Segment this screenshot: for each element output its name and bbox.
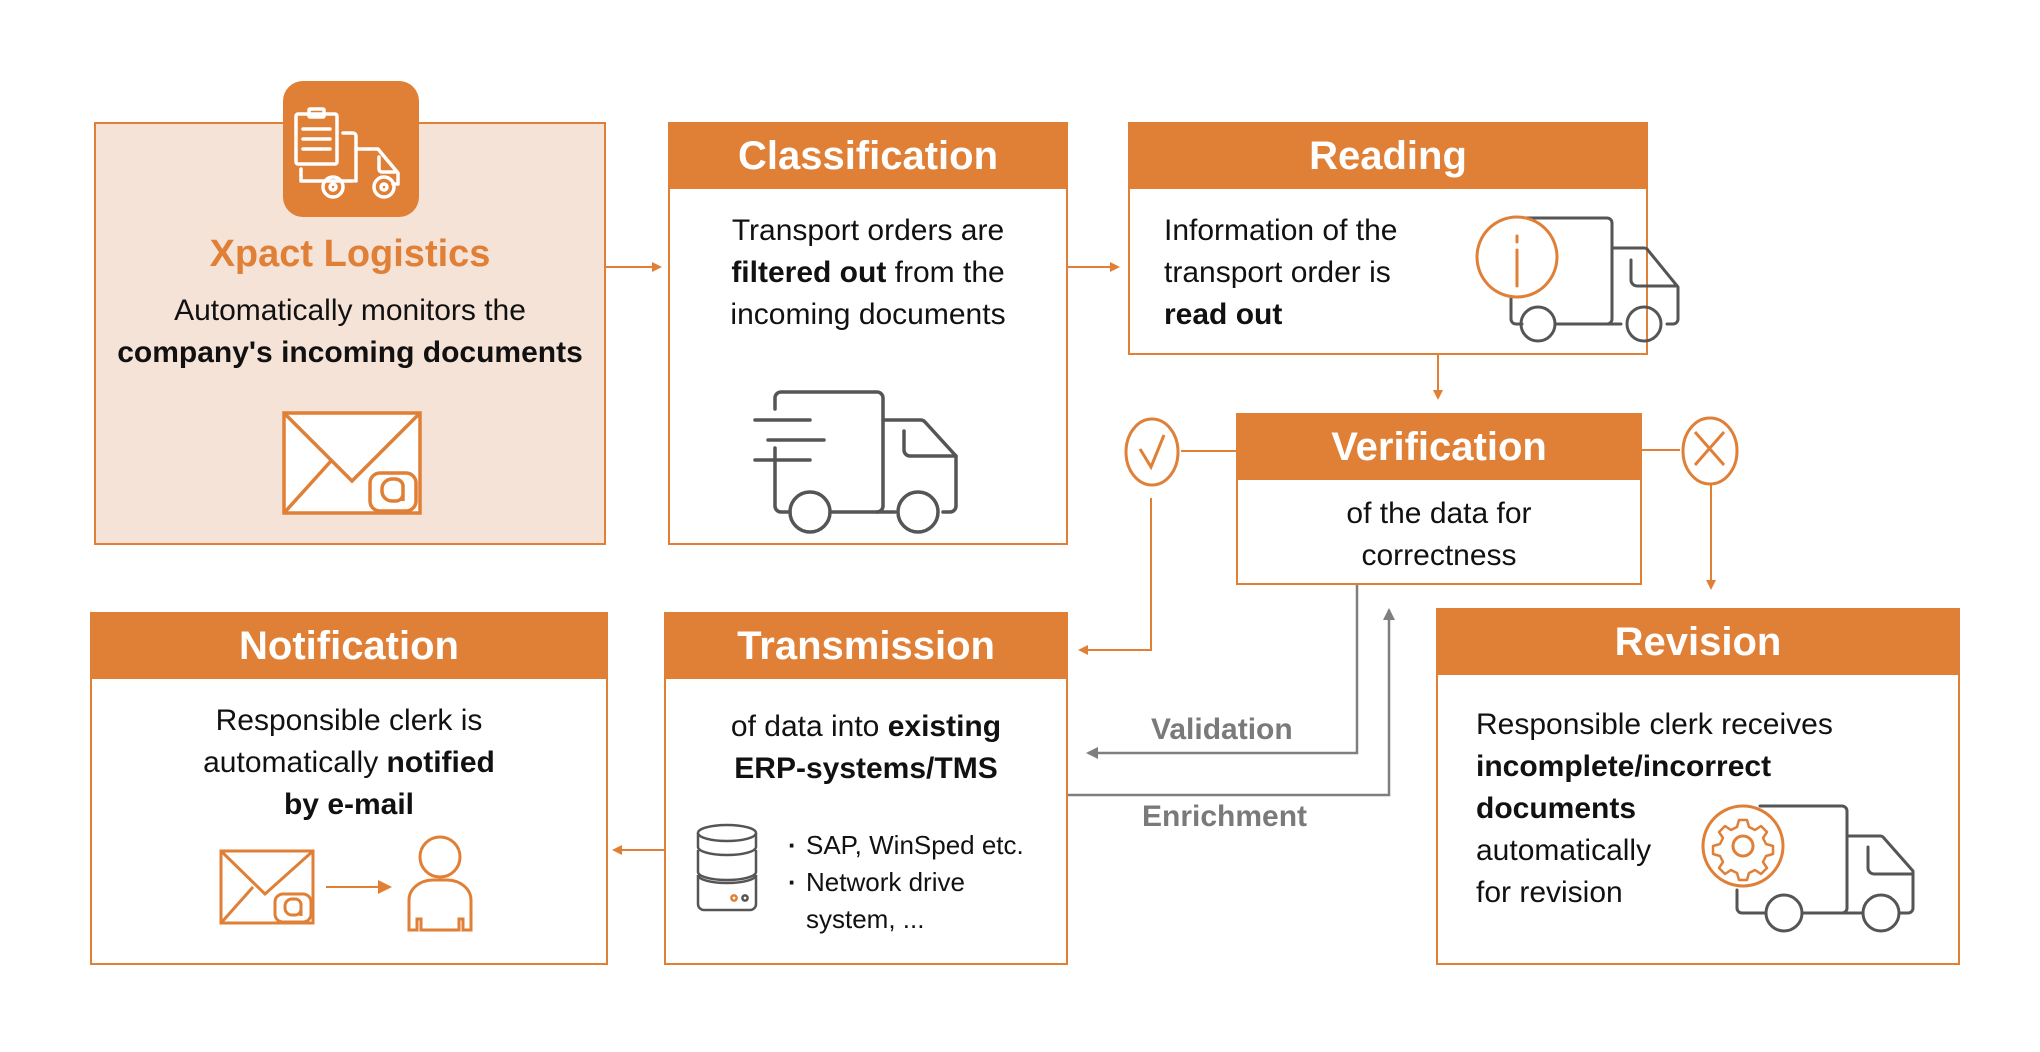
revision-card: Revision Responsible clerk receives inco… bbox=[1436, 608, 1960, 965]
database-icon bbox=[696, 823, 758, 912]
notification-line-3: by e-mail bbox=[92, 784, 606, 826]
validation-label: Validation bbox=[1151, 713, 1293, 746]
classification-line-1: Transport orders are bbox=[731, 214, 1005, 247]
revision-line-4: automatically bbox=[1476, 834, 1652, 867]
classification-line-2: filtered out from the bbox=[670, 252, 1066, 294]
bullet-item: system, ... bbox=[806, 904, 925, 934]
email-at-icon bbox=[282, 411, 422, 515]
notification-bold-2: by e-mail bbox=[283, 788, 415, 821]
verification-title: Verification bbox=[1238, 415, 1640, 480]
arrow-check-to-transmission bbox=[1078, 498, 1152, 655]
reading-line-1: Information of the bbox=[1164, 214, 1398, 247]
revision-line-2: incomplete/incorrect bbox=[1476, 746, 1771, 788]
arrow-validation bbox=[1086, 585, 1359, 759]
x-circle-icon bbox=[1681, 416, 1739, 486]
notification-title: Notification bbox=[92, 614, 606, 679]
info-truck-icon bbox=[1475, 215, 1680, 343]
revision-line-5: for revision bbox=[1476, 876, 1623, 909]
revision-line-1: Responsible clerk receives bbox=[1476, 708, 1833, 741]
transmission-bold-1: existing bbox=[887, 710, 1002, 743]
notification-line-2-pre: automatically bbox=[203, 746, 387, 779]
classification-title: Classification bbox=[670, 124, 1066, 189]
start-line-1: Automatically monitors the bbox=[174, 294, 526, 327]
enrichment-label: Enrichment bbox=[1142, 800, 1308, 833]
transmission-line-1: of data into existing bbox=[666, 706, 1066, 748]
start-title: Xpact Logistics bbox=[209, 233, 491, 275]
clipboard-truck-icon bbox=[283, 81, 419, 217]
email-at-icon bbox=[219, 849, 315, 925]
bullet-item: SAP, WinSped etc. bbox=[786, 827, 1024, 864]
notification-card: Notification Responsible clerk is automa… bbox=[90, 612, 608, 965]
revision-line-3: documents bbox=[1476, 788, 1636, 830]
reading-title: Reading bbox=[1130, 124, 1646, 189]
check-circle-icon bbox=[1124, 417, 1180, 487]
verification-line-1: of the data for bbox=[1346, 497, 1532, 530]
reading-line-3: read out bbox=[1164, 294, 1282, 336]
reading-line-2: transport order is bbox=[1164, 256, 1391, 289]
verification-card: Verification of the data for correctness bbox=[1236, 413, 1642, 585]
transmission-card: Transmission of data into existing ERP-s… bbox=[664, 612, 1068, 965]
classification-card: Classification Transport orders are filt… bbox=[668, 122, 1068, 545]
notification-bold-1: notified bbox=[386, 746, 495, 779]
revision-bold-1: incomplete/incorrect bbox=[1476, 750, 1772, 783]
transmission-line-1-pre: of data into bbox=[730, 710, 888, 743]
transmission-bullet-list: SAP, WinSped etc. Network drive system, … bbox=[786, 827, 1024, 938]
transmission-bold-2: ERP-systems/TMS bbox=[734, 752, 998, 785]
gear-truck-icon bbox=[1701, 804, 1915, 933]
reading-card: Reading Information of the transport ord… bbox=[1128, 122, 1648, 355]
person-icon bbox=[407, 835, 473, 932]
reading-bold: read out bbox=[1164, 298, 1283, 331]
classification-line-2-rest: from the bbox=[886, 256, 1005, 289]
bullet-item: Network drive bbox=[786, 864, 1024, 901]
transmission-title: Transmission bbox=[666, 614, 1066, 679]
start-line-2: company's incoming documents bbox=[117, 336, 583, 369]
verification-line-2: correctness bbox=[1361, 539, 1517, 572]
notification-line-1: Responsible clerk is bbox=[215, 704, 483, 737]
arrow-right-icon bbox=[326, 880, 392, 894]
arrow-enrichment bbox=[1068, 608, 1395, 797]
revision-title: Revision bbox=[1438, 610, 1958, 675]
revision-bold-2: documents bbox=[1476, 792, 1637, 825]
transmission-line-2: ERP-systems/TMS bbox=[666, 748, 1066, 790]
classification-line-3: incoming documents bbox=[730, 298, 1006, 331]
notification-line-2: automatically notified bbox=[92, 742, 606, 784]
classification-bold: filtered out bbox=[731, 256, 887, 289]
fast-truck-icon bbox=[753, 390, 958, 534]
